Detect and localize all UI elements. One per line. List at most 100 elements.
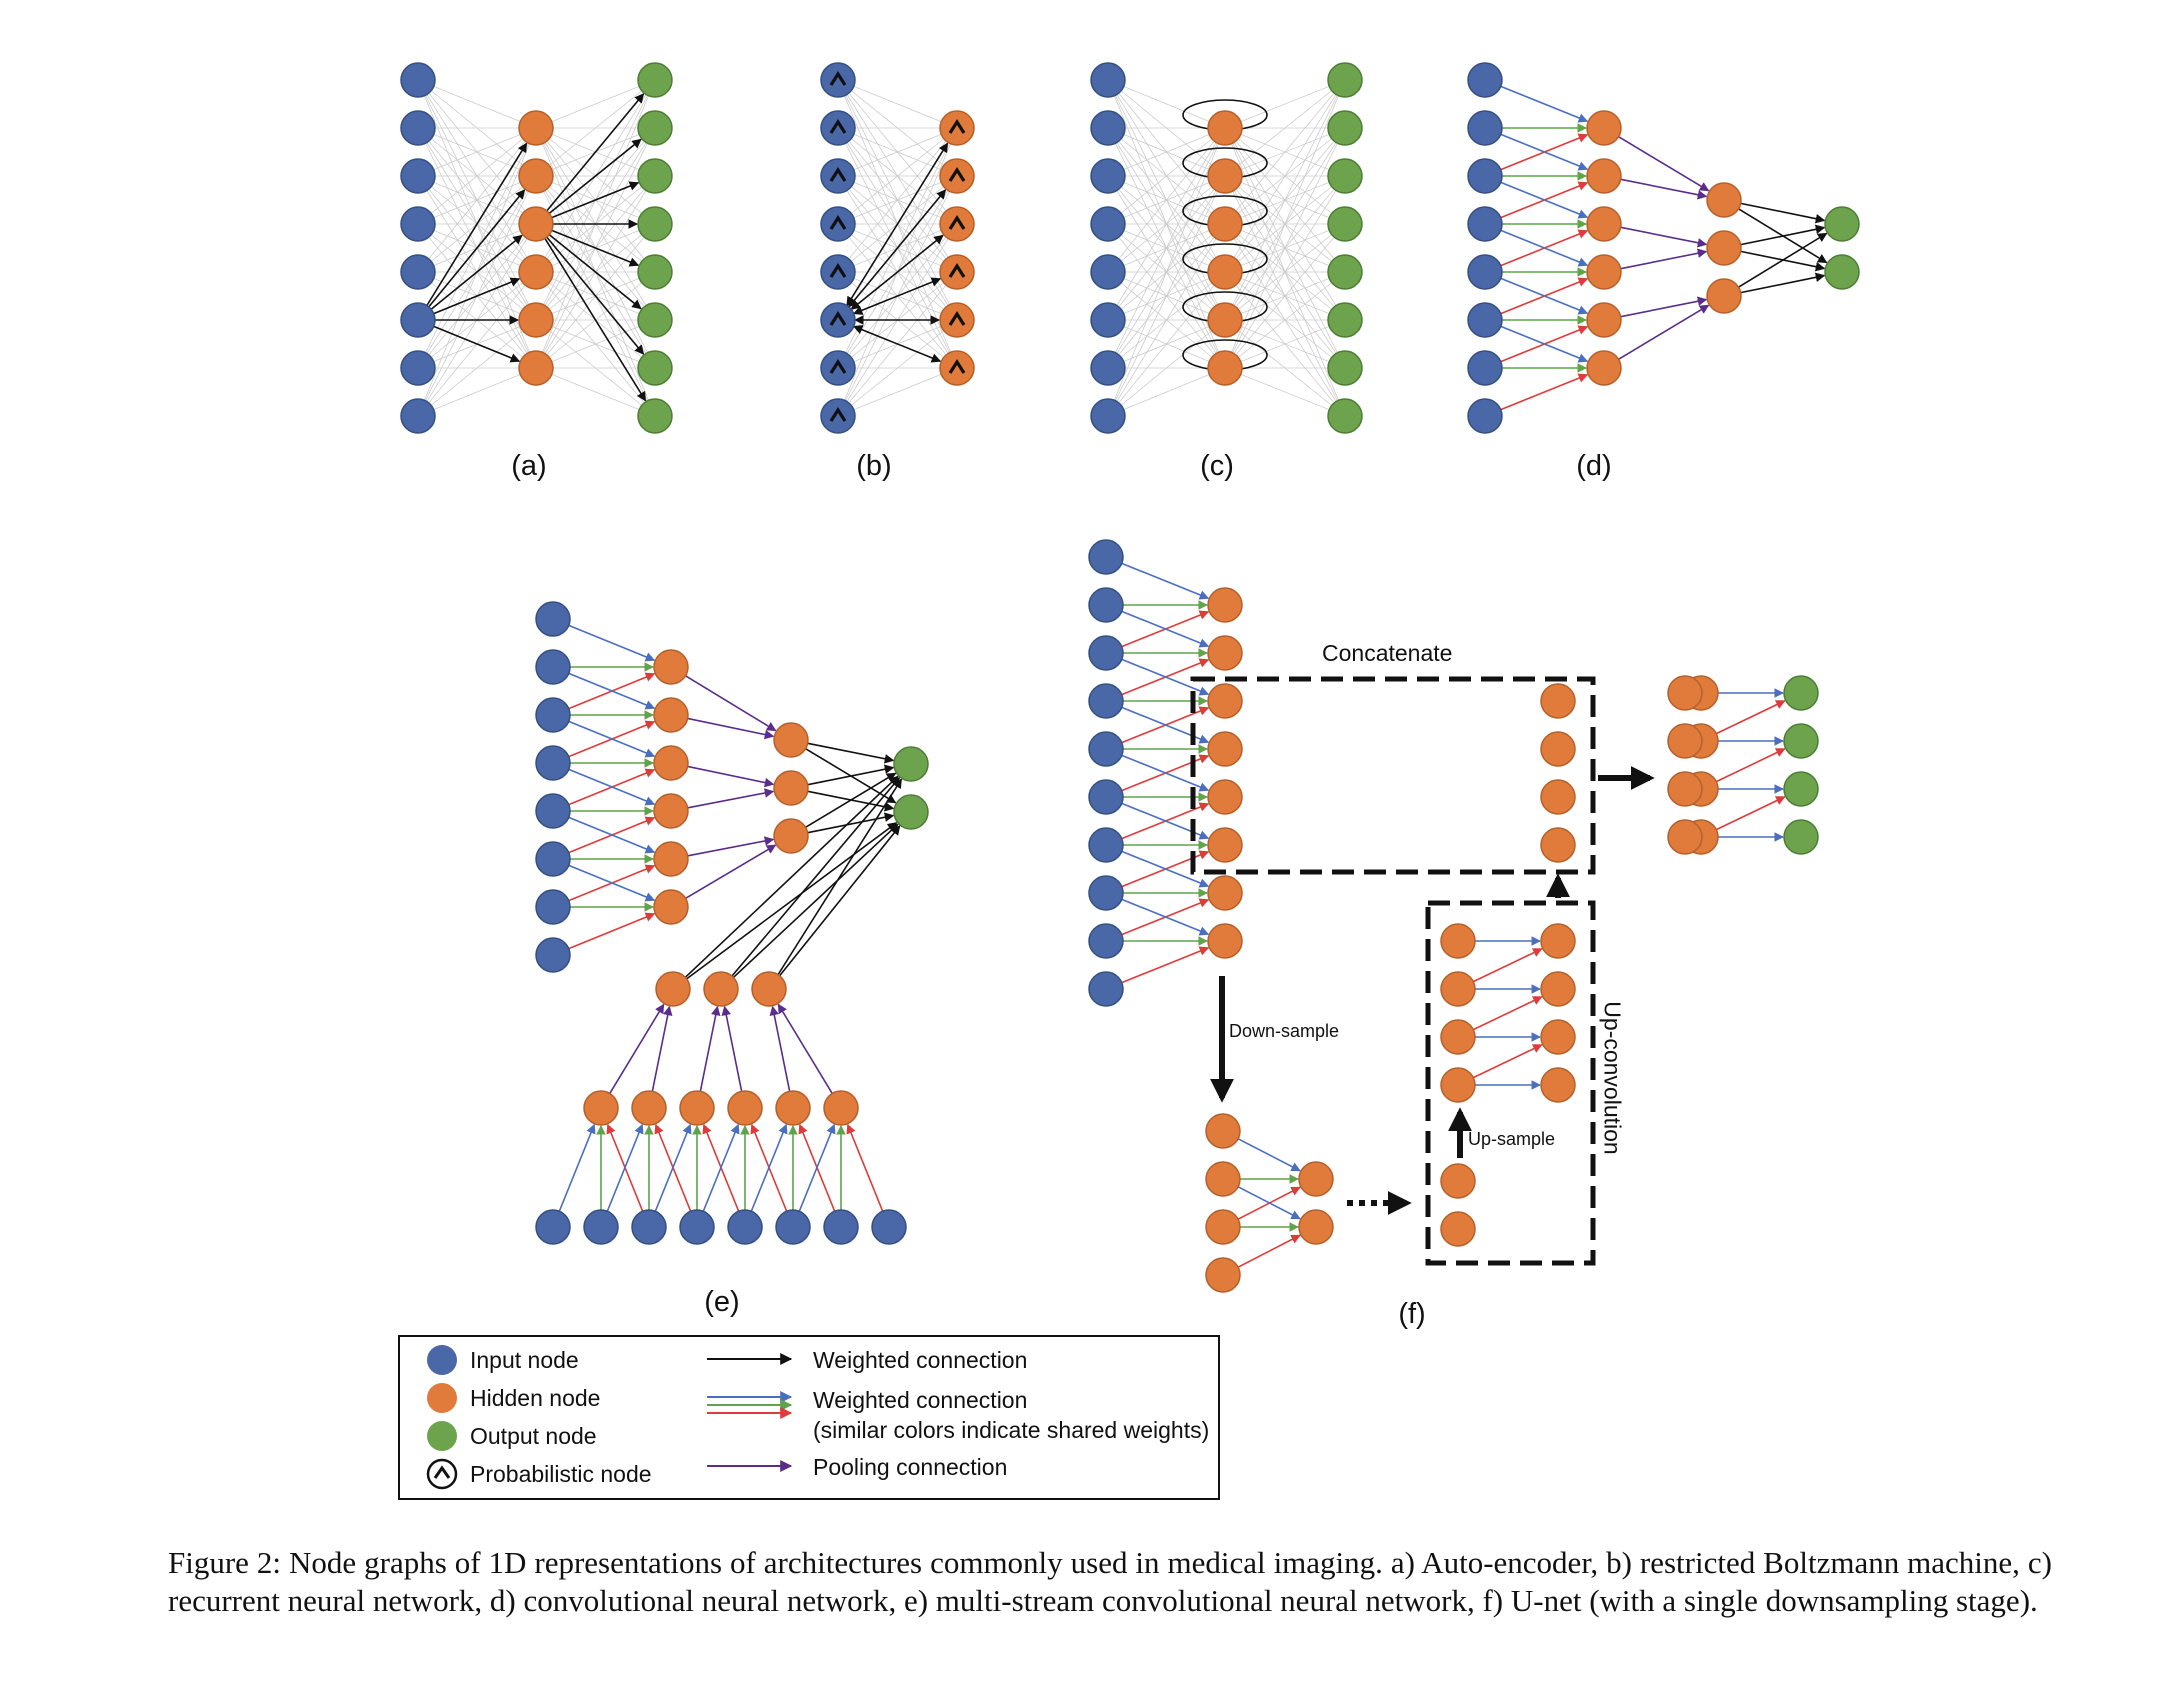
output-node [1783,819,1819,855]
connection [1715,700,1786,735]
connection [651,1005,673,1092]
connection [551,229,640,267]
legend-weighted-connection: Weighted connection [813,1347,1028,1373]
faint-connection [535,319,656,369]
connection [1500,181,1589,219]
connections [426,85,1828,1268]
hidden-node [1667,771,1703,807]
hidden-node [703,971,739,1007]
hidden-node [1586,302,1622,338]
input-node [535,649,571,685]
connection [1121,898,1210,936]
hidden-node [1207,110,1243,146]
hidden-node [518,254,554,290]
input-node [820,254,856,290]
output-node [637,158,673,194]
connection [1472,1044,1543,1079]
connection [1500,229,1589,267]
connection [805,772,897,828]
panel-a-label: (a) [511,450,547,482]
input-node [400,158,436,194]
output-node [1824,206,1860,242]
hidden-node [1207,827,1243,863]
node-graph-figure [400,62,1860,1293]
probabilistic-mark [948,359,966,374]
connection [1237,1138,1301,1172]
output-node [893,746,929,782]
connection [687,717,775,740]
hidden-node [1205,1209,1241,1245]
faint-connection [1224,127,1346,369]
hidden-node [1205,1161,1241,1197]
hidden-node [1440,923,1476,959]
hidden-node [1540,1067,1576,1103]
output-node [1824,254,1860,290]
connection [1121,610,1210,648]
connection [544,238,647,402]
hidden-node [1205,1257,1241,1293]
hidden-node [1207,302,1243,338]
input-node-swatch [427,1345,457,1375]
input-node [1090,350,1126,386]
hidden-node [1205,1113,1241,1149]
input-node [400,398,436,434]
hidden-node [1440,1211,1476,1247]
output-node [1783,771,1819,807]
faint-connection [1107,127,1226,321]
connection [1121,754,1210,792]
connection [1500,277,1589,315]
input-node [1088,731,1124,767]
connection [686,822,898,980]
hidden-node [518,206,554,242]
input-node [727,1209,763,1245]
hidden-node [1586,158,1622,194]
connection [687,765,775,788]
hidden-node [939,206,975,242]
hidden-node [1440,1067,1476,1103]
hidden-node [679,1090,715,1126]
input-node [1467,206,1503,242]
input-node [1467,254,1503,290]
probabilistic-mark [829,215,847,230]
faint-connection [1107,127,1226,273]
input-node [820,62,856,98]
input-node [1088,827,1124,863]
shared-weights-swatch [707,1391,793,1419]
connection [777,1003,833,1094]
input-node [631,1209,667,1245]
connection [568,816,656,854]
input-node [820,302,856,338]
input-node [871,1209,907,1245]
caption-label: Figure 2: [168,1545,282,1580]
hidden-node [1540,683,1576,719]
faint-connection [837,79,958,129]
connection [1618,136,1710,192]
connection [1500,133,1589,171]
hidden-node [1440,1163,1476,1199]
weighted-connection-swatch [707,1353,793,1365]
hidden-node [518,350,554,386]
hidden-node [1586,350,1622,386]
faint-connection [1224,223,1346,369]
output-node [1327,254,1363,290]
output-node [637,254,673,290]
connection [568,864,656,902]
hidden-node [1298,1161,1334,1197]
down-sample-label: Down-sample [1229,1021,1340,1041]
hidden-node [751,971,787,1007]
hidden-node [939,254,975,290]
connection [546,93,645,212]
input-node [400,62,436,98]
connection [568,720,656,758]
hidden-node [773,722,809,758]
input-node [1090,62,1126,98]
hidden-node-swatch [427,1383,457,1413]
probabilistic-mark [829,407,847,422]
connection [852,277,942,315]
hidden-node [1207,683,1243,719]
concatenate-label: Concatenate [1322,640,1453,666]
connection [551,181,640,219]
connection [685,844,777,900]
connection [1620,178,1708,200]
connection [1620,296,1708,318]
